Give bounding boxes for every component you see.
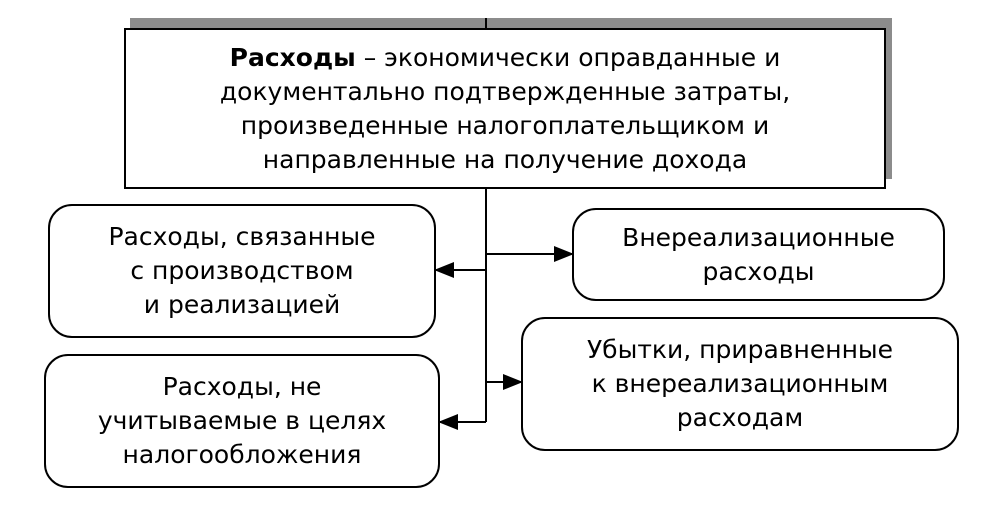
definition-line-2: документально подтвержденные затраты, (219, 76, 791, 106)
definition-term: Расходы (229, 42, 356, 72)
not-taxed-line-3: налогообложения (122, 440, 362, 469)
losses-line-3: расходам (676, 403, 804, 432)
losses-line-1: Убытки, приравненные (586, 335, 894, 364)
losses-box: Убытки, приравненные к внереализационным… (521, 317, 959, 451)
not-taxed-expenses-box: Расходы, не учитываемые в целях налогооб… (44, 354, 440, 488)
production-line-2: с производством (130, 256, 354, 285)
non-operating-line-1: Внереализационные (622, 222, 895, 252)
losses-line-2: к внереализационным (591, 369, 889, 398)
non-operating-expenses-box: Внереализационные расходы (572, 208, 945, 301)
non-operating-line-2: расходы (702, 256, 815, 286)
definition-line-1-rest: – экономически оправданные и (355, 42, 781, 72)
not-taxed-line-1: Расходы, не (162, 372, 322, 401)
definition-box: Расходы – экономически оправданные и док… (124, 28, 886, 189)
production-line-3: и реализацией (143, 290, 341, 319)
definition-line-3: произведенные налогоплательщиком и (240, 110, 770, 140)
production-expenses-box: Расходы, связанные с производством и реа… (48, 204, 436, 338)
definition-line-4: направленные на получение дохода (262, 144, 748, 174)
production-line-1: Расходы, связанные (108, 222, 376, 251)
not-taxed-line-2: учитываемые в целях (97, 406, 387, 435)
definition-line-1: Расходы – экономически оправданные и (220, 41, 790, 75)
